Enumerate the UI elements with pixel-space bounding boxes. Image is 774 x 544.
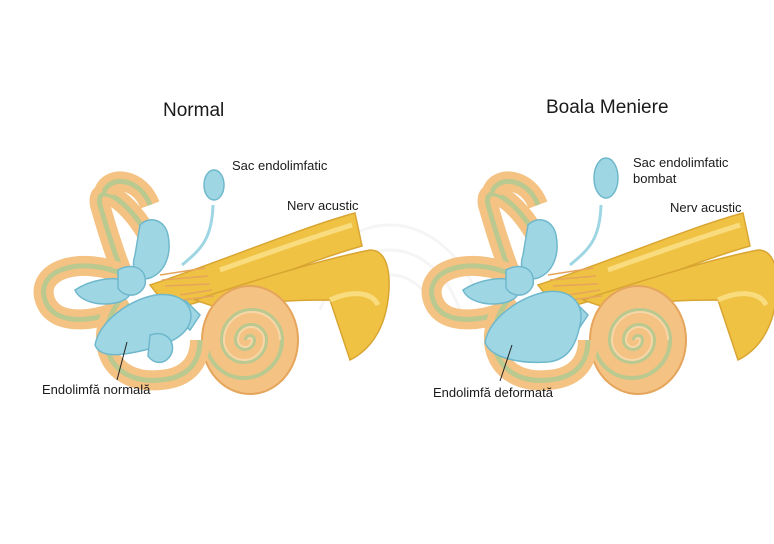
- label-nerve-meniere: Nerv acustic: [670, 200, 742, 215]
- endolymph-normal-lobe: [148, 334, 173, 363]
- label-endolymph-deformed: Endolimfă deformată: [433, 385, 553, 400]
- label-endolymph-normal: Endolimfă normală: [42, 382, 150, 397]
- label-sac-meniere-line1: Sac endolimfatic: [633, 155, 728, 170]
- panel-title-normal: Normal: [163, 100, 224, 122]
- panel-title-meniere: Boala Meniere: [546, 97, 669, 119]
- label-sac-meniere-line2: bombat: [633, 171, 676, 186]
- label-nerve-normal: Nerv acustic: [287, 198, 359, 213]
- endolymphatic-sac-normal: [204, 170, 224, 200]
- meniere-ear-diagram: [432, 158, 774, 394]
- label-sac-normal: Sac endolimfatic: [232, 158, 327, 173]
- endolymphatic-sac-bulging: [594, 158, 618, 198]
